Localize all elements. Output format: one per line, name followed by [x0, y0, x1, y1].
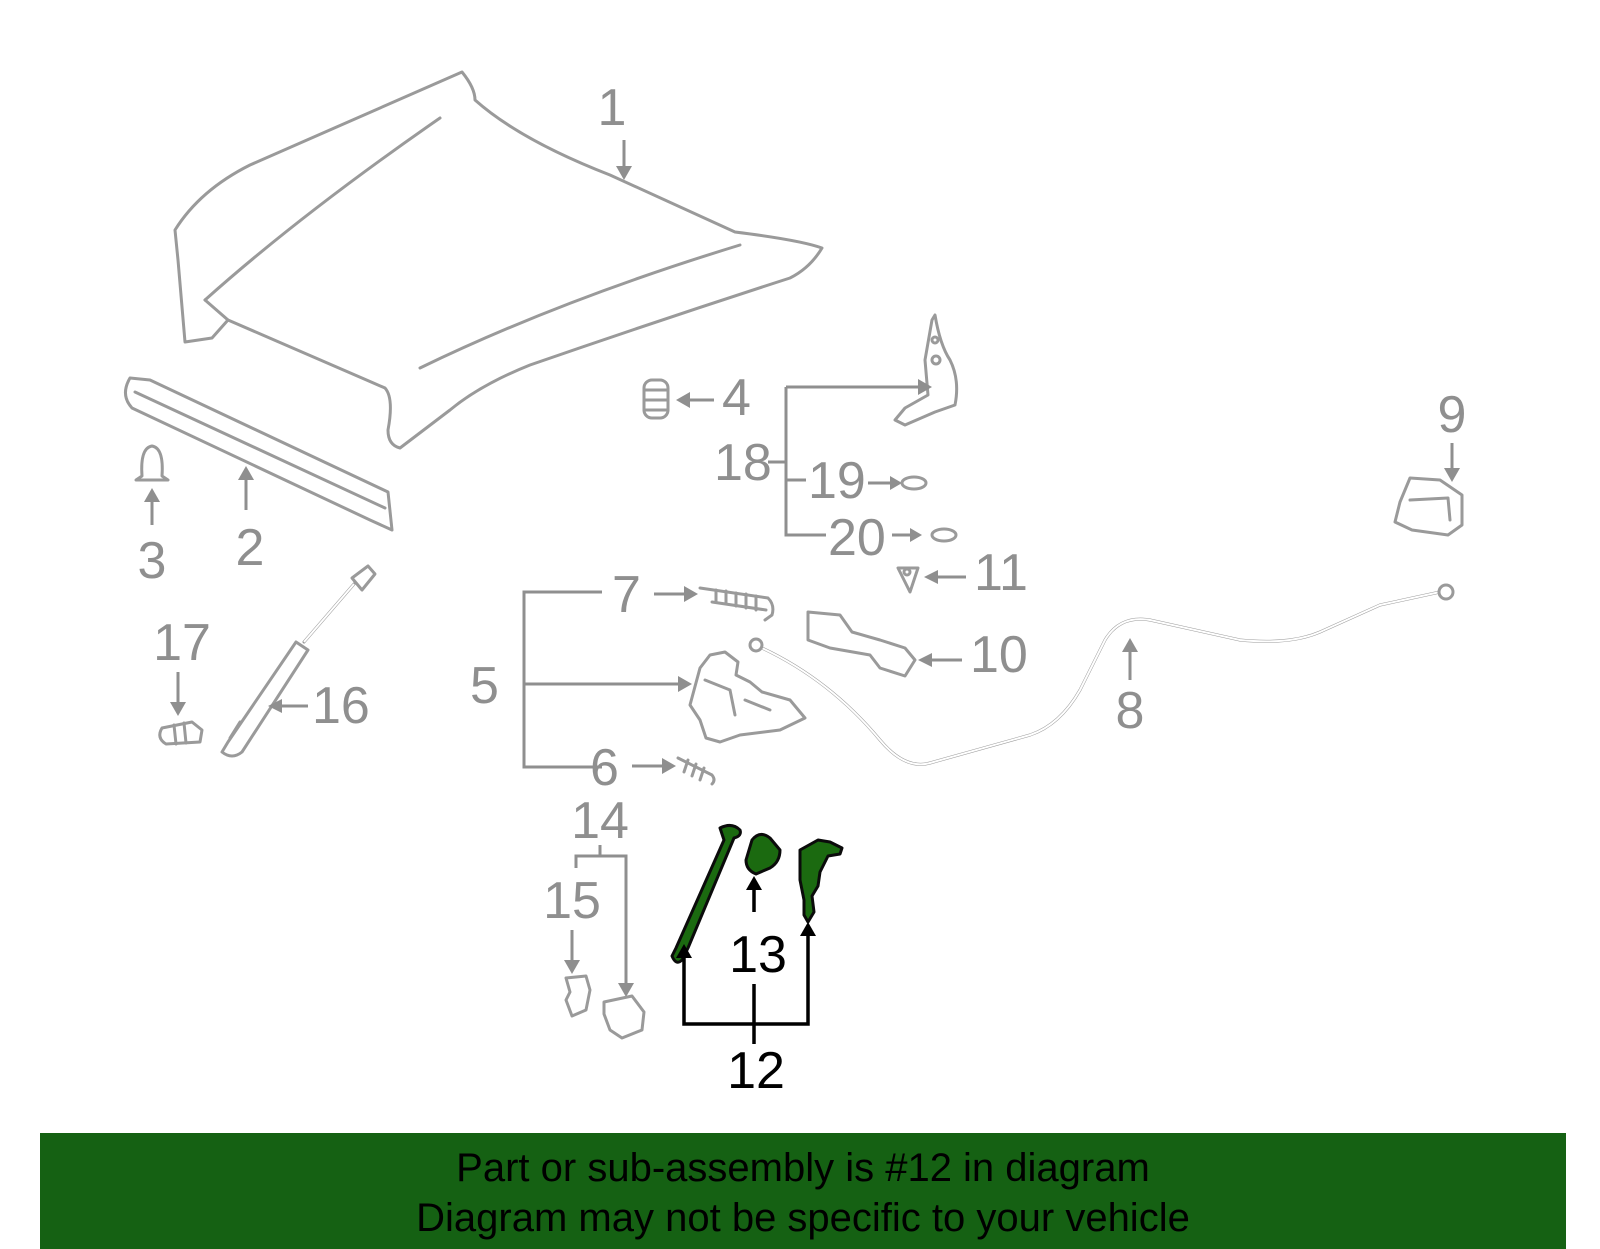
hood-hinge [893, 313, 959, 427]
release-cable [748, 583, 1455, 766]
nut [896, 566, 920, 594]
callout-2: 2 [236, 519, 265, 577]
hood-seal-strip [124, 376, 394, 532]
callout-7: 7 [612, 566, 641, 624]
banner-line-2: Diagram may not be specific to your vehi… [416, 1196, 1190, 1240]
callout-10: 10 [970, 626, 1028, 684]
callout-11: 11 [974, 544, 1028, 602]
callout-1: 1 [598, 79, 627, 137]
callout-8: 8 [1116, 682, 1145, 740]
callout-14: 14 [571, 792, 629, 850]
callout-20: 20 [828, 509, 886, 567]
hood-latch [688, 650, 807, 744]
ball-stud [158, 720, 204, 746]
retainer-clip [134, 444, 170, 482]
callout-4: 4 [722, 369, 751, 427]
callout-6: 6 [590, 739, 619, 797]
banner-line-1: Part or sub-assembly is #12 in diagram [456, 1146, 1150, 1190]
latch-bracket [806, 610, 917, 678]
washer-19 [900, 475, 928, 491]
callout-13: 13 [729, 926, 787, 984]
callout-16: 16 [312, 677, 370, 735]
callout-3: 3 [138, 532, 167, 590]
info-banner: Part or sub-assembly is #12 in diagram D… [40, 1133, 1566, 1249]
callout-12: 12 [727, 1042, 785, 1100]
grommet-15 [564, 974, 592, 1018]
callout-9: 9 [1438, 386, 1467, 444]
washer-20 [930, 527, 958, 543]
release-handle [1393, 476, 1464, 537]
bumper-stop [642, 378, 670, 420]
callout-18: 18 [714, 434, 772, 492]
gas-strut [220, 564, 377, 758]
lock-spring [698, 586, 775, 622]
callout-17: 17 [153, 614, 211, 672]
callout-5: 5 [470, 657, 499, 715]
highlighted-part-12 [670, 823, 844, 964]
stay-holder-14 [602, 994, 646, 1040]
callout-19: 19 [808, 452, 866, 510]
callout-15: 15 [543, 872, 601, 930]
hood-panel [173, 70, 824, 450]
latch-spring [676, 756, 716, 786]
